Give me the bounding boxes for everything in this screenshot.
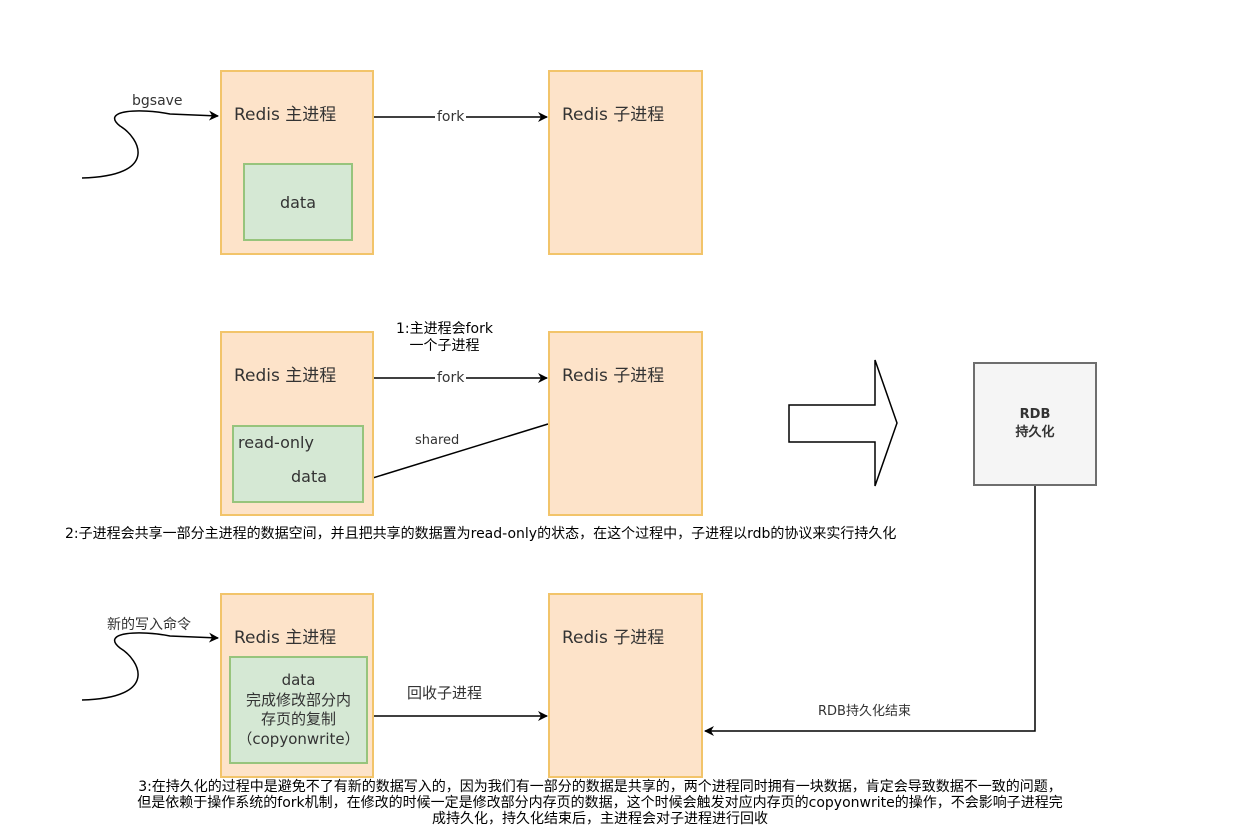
cow-desc-line2: 存页的复制 xyxy=(260,710,336,728)
child-process-title: Redis 子进程 xyxy=(562,366,665,386)
main-process-title: Redis 主进程 xyxy=(234,105,337,125)
main-process-box-row1: Redis 主进程 data xyxy=(220,70,374,255)
rdb-end-label: RDB持久化结束 xyxy=(818,704,911,719)
fork-note: 1:主进程会fork 一个子进程 xyxy=(396,321,493,355)
persistence-label: 持久化 xyxy=(1015,425,1055,440)
child-process-title: Redis 子进程 xyxy=(562,628,665,648)
readonly-data-box: read-only data xyxy=(232,425,364,503)
shared-label: shared xyxy=(415,433,460,448)
child-process-title: Redis 子进程 xyxy=(562,105,665,125)
data-label: data xyxy=(281,671,316,689)
step3-note-line2: 但是依赖于操作系统的fork机制，在修改的时候一定是修改部分内存页的数据，这个时… xyxy=(137,795,1063,812)
rdb-persistence-box: RDB 持久化 xyxy=(973,362,1097,486)
cow-desc-line1: 完成修改部分内 xyxy=(245,690,351,709)
data-label: data xyxy=(291,467,328,486)
main-process-box-row3: Redis 主进程 data 完成修改部分内 存页的复制 （copyonwrit… xyxy=(220,593,374,778)
main-process-title: Redis 主进程 xyxy=(234,628,337,648)
step2-note: 2:子进程会共享一部分主进程的数据空间，并且把共享的数据置为read-only的… xyxy=(65,526,897,542)
reclaim-label: 回收子进程 xyxy=(407,684,483,702)
fork-label-row1: fork xyxy=(435,109,467,125)
main-process-box-row2: Redis 主进程 read-only data xyxy=(220,331,374,516)
data-label: data xyxy=(279,192,317,212)
fork-label-row2: fork xyxy=(435,370,467,386)
fork-note-line1: 1:主进程会fork xyxy=(396,321,493,337)
data-box-row1: data xyxy=(243,163,353,241)
step3-note: 3:在持久化的过程中是避免不了有新的数据写入的，因为我们有一部分的数据是共享的，… xyxy=(50,779,1150,827)
write-command-arrow xyxy=(81,632,219,701)
step3-note-line1: 3:在持久化的过程中是避免不了有新的数据写入的，因为我们有一部分的数据是共享的，… xyxy=(138,779,1062,795)
readonly-label: read-only xyxy=(238,433,314,452)
main-process-title: Redis 主进程 xyxy=(234,366,337,386)
child-process-box-row3: Redis 子进程 xyxy=(548,593,703,778)
rdb-end-arrow xyxy=(704,486,1036,736)
write-command-label: 新的写入命令 xyxy=(107,617,191,633)
bgsave-arrow xyxy=(81,110,219,179)
child-process-box-row1: Redis 子进程 xyxy=(548,70,703,255)
step3-note-line3: 成持久化，持久化结束后，主进程会对子进程进行回收 xyxy=(432,811,768,828)
rdb-label: RDB xyxy=(1019,407,1051,423)
copy-on-write-data-box: data 完成修改部分内 存页的复制 （copyonwrite） xyxy=(229,656,368,764)
child-process-box-row2: Redis 子进程 xyxy=(548,331,703,516)
big-block-arrow xyxy=(788,359,898,487)
bgsave-label: bgsave xyxy=(132,93,183,109)
cow-desc-line3: （copyonwrite） xyxy=(237,729,360,748)
fork-note-line2: 一个子进程 xyxy=(409,337,480,354)
shared-arrow xyxy=(362,423,549,484)
